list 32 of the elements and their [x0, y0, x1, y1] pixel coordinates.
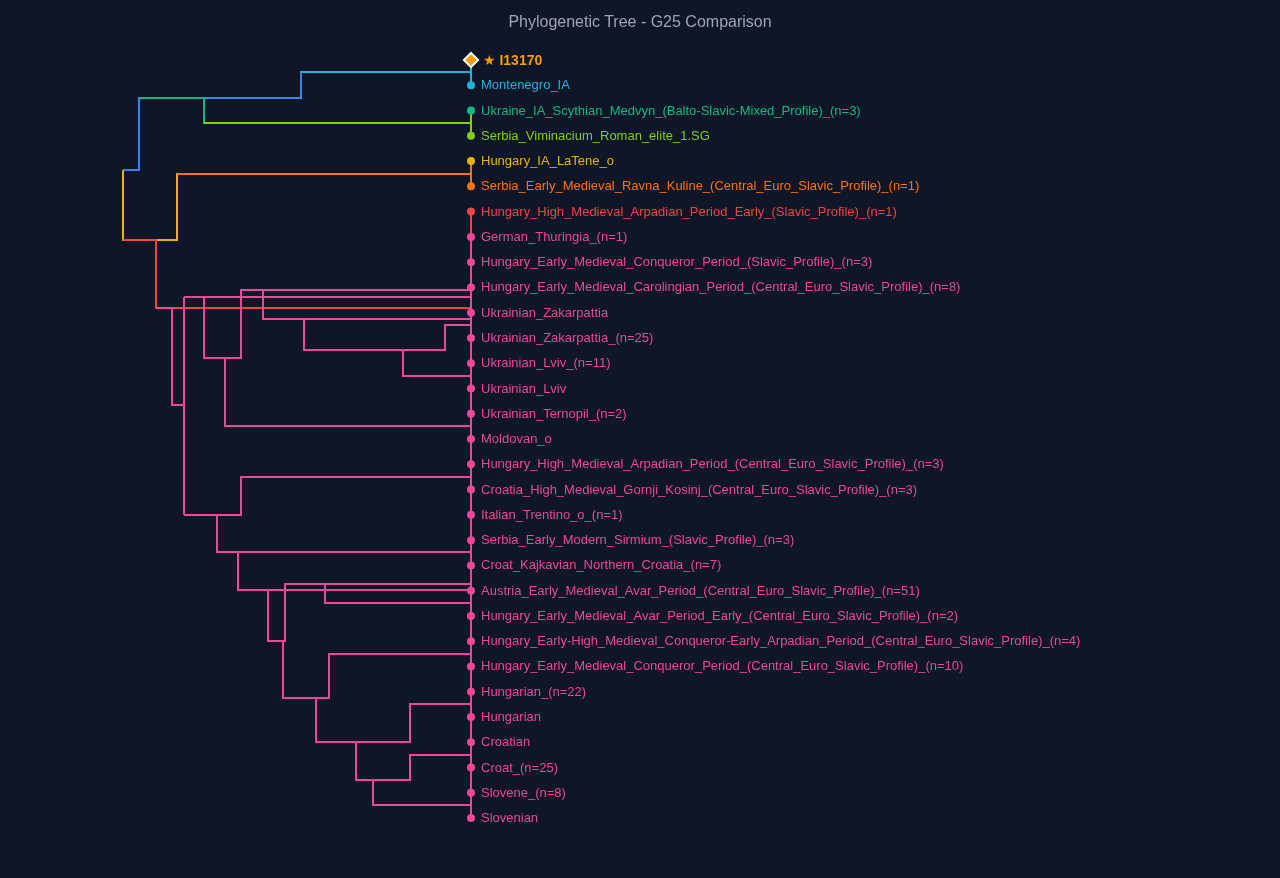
leaf-label: Ukraine_IA_Scythian_Medvyn_(Balto-Slavic-Mixed_Profile)_(n=3) — [481, 102, 861, 119]
leaf-label: Hungary_High_Medieval_Arpadian_Period_Early_(Slavic_Profile)_(n=1) — [481, 203, 897, 220]
leaf-label: Hungary_Early-High_Medieval_Conqueror-Early_Arpadian_Period_(Central_Euro_Slavic_Profile)_(n=4) — [481, 633, 1081, 650]
leaf-label: Serbia_Viminacium_Roman_elite_1.SG — [481, 127, 710, 144]
leaf-label: German_Thuringia_(n=1) — [481, 228, 628, 245]
leaf-label: Hungary_IA_LaTene_o — [481, 153, 614, 170]
leaf-label: Croat_(n=25) — [481, 759, 558, 776]
leaf-label: Slovene_(n=8) — [481, 784, 566, 801]
leaf-label: Hungarian_(n=22) — [481, 683, 587, 700]
leaf-label: Ukrainian_Ternopil_(n=2) — [481, 405, 627, 422]
leaf-label: Croatian — [481, 734, 531, 751]
leaf-label: Italian_Trentino_o_(n=1) — [481, 506, 623, 523]
leaf-label: Hungarian — [481, 709, 541, 725]
chart-title: Phylogenetic Tree - G25 Comparison — [507, 13, 773, 31]
leaf-label: Hungary_Early_Medieval_Avar_Period_Early_(Central_Euro_Slavic_Profile)_(n=2) — [481, 607, 959, 624]
leaf-label: Ukrainian_Lviv — [481, 380, 567, 397]
leaf-label: Hungary_High_Medieval_Arpadian_Period_(Central_Euro_Slavic_Profile)_(n=3) — [481, 456, 944, 473]
leaf-label: ★ I13170 — [483, 52, 543, 68]
leaf-label: Hungary_Early_Medieval_Conqueror_Period_(Central_Euro_Slavic_Profile)_(n=10) — [481, 658, 964, 675]
leaf-label: Croatia_High_Medieval_Gornji_Kosinj_(Central_Euro_Slavic_Profile)_(n=3) — [481, 481, 918, 498]
leaf-label: Ukrainian_Lviv_(n=11) — [481, 355, 611, 372]
leaf-label: Montenegro_IA — [481, 77, 570, 94]
leaf-label: Serbia_Early_Modern_Sirmium_(Slavic_Profile)_(n=3) — [481, 532, 795, 549]
leaf-label: Hungary_Early_Medieval_Conqueror_Period_(Slavic_Profile)_(n=3) — [481, 254, 873, 271]
leaf-label: Moldovan_o — [481, 431, 552, 448]
leaf-label: Hungary_Early_Medieval_Carolingian_Period_(Central_Euro_Slavic_Profile)_(n=8) — [481, 279, 961, 296]
leaf-label: Austria_Early_Medieval_Avar_Period_(Central_Euro_Slavic_Profile)_(n=51) — [481, 582, 920, 599]
leaf-label: Slovenian — [481, 810, 539, 827]
leaf-label: Serbia_Early_Medieval_Ravna_Kuline_(Central_Euro_Slavic_Profile)_(n=1) — [481, 178, 920, 195]
leaf-label: Ukrainian_Zakarpattia — [481, 304, 609, 321]
leaf-label: Ukrainian_Zakarpattia_(n=25) — [481, 329, 654, 346]
leaf-label: Croat_Kajkavian_Northern_Croatia_(n=7) — [481, 557, 722, 574]
